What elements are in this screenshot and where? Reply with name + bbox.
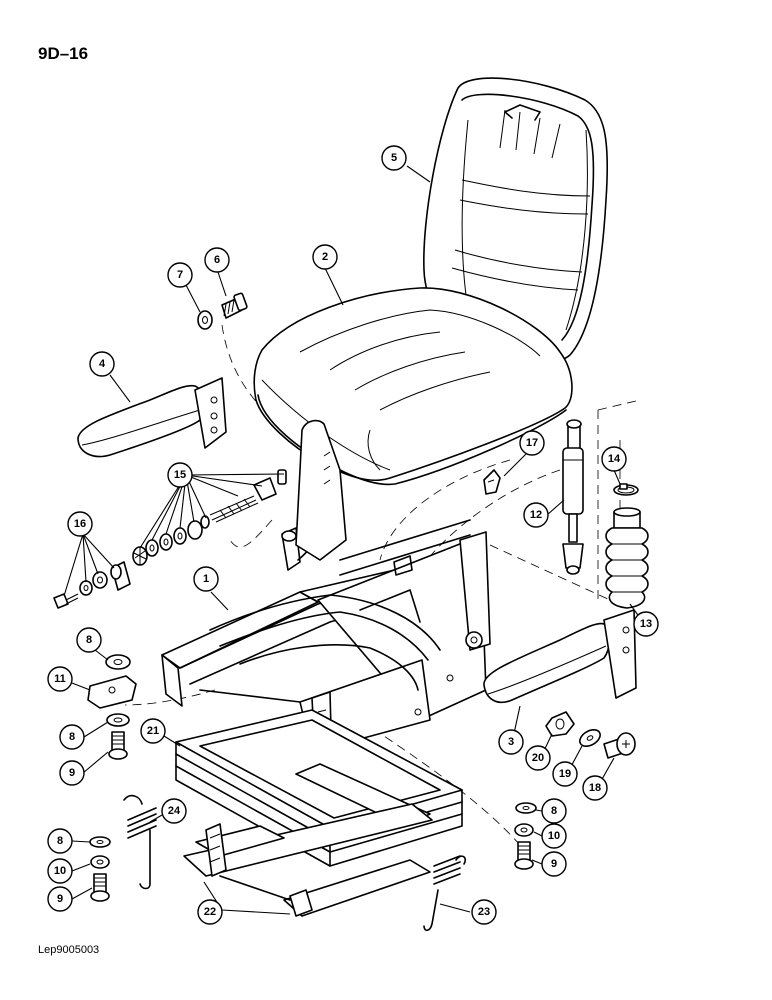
- svg-text:23: 23: [478, 906, 490, 918]
- armrest-right: [483, 609, 637, 704]
- callout-5: 5: [381, 145, 407, 171]
- figure-code: Lep9005003: [38, 944, 100, 956]
- hardware-right-18-20: [545, 711, 636, 759]
- shock-absorber: [562, 419, 584, 575]
- callout-22: 22: [197, 899, 223, 925]
- svg-text:10: 10: [54, 865, 66, 877]
- svg-text:8: 8: [551, 805, 557, 817]
- svg-text:14: 14: [608, 453, 621, 465]
- callout-9: 9: [47, 886, 73, 912]
- leader-lines: [63, 165, 641, 915]
- svg-text:8: 8: [57, 835, 63, 847]
- callouts: 5 2 6 7 4 17 14 15 12 16 1 13 8 11 8 9 2…: [47, 145, 659, 925]
- seat-cushion: [253, 287, 573, 486]
- svg-text:18: 18: [589, 782, 601, 794]
- svg-text:15: 15: [174, 469, 186, 481]
- svg-text:2: 2: [322, 251, 328, 263]
- svg-text:20: 20: [532, 752, 544, 764]
- svg-text:12: 12: [530, 509, 542, 521]
- callout-6: 6: [204, 247, 230, 273]
- hardware-lower-right: [514, 802, 537, 870]
- callout-7: 7: [167, 262, 193, 288]
- callout-2: 2: [312, 244, 338, 270]
- page-reference: 9D–16: [38, 44, 89, 63]
- callout-20: 20: [525, 745, 551, 771]
- svg-text:11: 11: [54, 673, 66, 685]
- hardware-lower-left: [89, 836, 111, 902]
- callout-8: 8: [47, 828, 73, 854]
- svg-text:10: 10: [548, 830, 560, 842]
- callout-18: 18: [582, 775, 608, 801]
- svg-text:16: 16: [74, 518, 86, 530]
- svg-text:21: 21: [147, 725, 159, 737]
- svg-text:7: 7: [177, 269, 183, 281]
- svg-text:9: 9: [551, 858, 557, 870]
- svg-text:8: 8: [86, 634, 92, 646]
- callout-15: 15: [167, 462, 193, 488]
- callout-21: 21: [140, 718, 166, 744]
- callout-11: 11: [47, 666, 73, 692]
- svg-text:24: 24: [168, 805, 181, 817]
- tension-springs: [123, 794, 467, 932]
- callout-1: 1: [193, 566, 219, 592]
- svg-text:4: 4: [99, 358, 106, 370]
- armrest-left: [77, 377, 227, 458]
- svg-text:9: 9: [57, 893, 63, 905]
- hardware-left-8-11-9: [87, 654, 137, 760]
- svg-text:1: 1: [203, 573, 209, 585]
- callout-13: 13: [633, 611, 659, 637]
- callout-9: 9: [541, 851, 567, 877]
- callout-24: 24: [161, 798, 187, 824]
- slide-rails: [183, 803, 433, 917]
- callout-8: 8: [541, 798, 567, 824]
- callout-14: 14: [601, 446, 627, 472]
- callout-4: 4: [89, 351, 115, 377]
- bellows-boot: [605, 507, 649, 609]
- hardware-set-16: [53, 561, 131, 609]
- hose-clamp: [613, 483, 639, 496]
- callout-19: 19: [552, 761, 578, 787]
- svg-text:5: 5: [391, 152, 397, 164]
- callout-10: 10: [47, 858, 73, 884]
- callout-12: 12: [523, 502, 549, 528]
- callout-23: 23: [471, 899, 497, 925]
- callout-8: 8: [59, 724, 85, 750]
- suspension-frame: [161, 419, 491, 775]
- callout-17: 17: [519, 430, 545, 456]
- bolt-and-washer-6-7: [197, 292, 248, 330]
- svg-text:17: 17: [526, 437, 538, 449]
- svg-text:13: 13: [640, 618, 652, 630]
- bracket-17: [483, 469, 501, 495]
- callout-3: 3: [498, 729, 524, 755]
- svg-text:6: 6: [214, 254, 220, 266]
- backrest: [423, 77, 609, 363]
- svg-text:9: 9: [69, 767, 75, 779]
- callout-8: 8: [76, 627, 102, 653]
- svg-text:22: 22: [204, 906, 216, 918]
- callout-16: 16: [67, 511, 93, 537]
- svg-text:19: 19: [559, 768, 571, 780]
- svg-text:8: 8: [69, 731, 75, 743]
- svg-text:3: 3: [508, 736, 514, 748]
- callout-9: 9: [59, 760, 85, 786]
- callout-10: 10: [541, 823, 567, 849]
